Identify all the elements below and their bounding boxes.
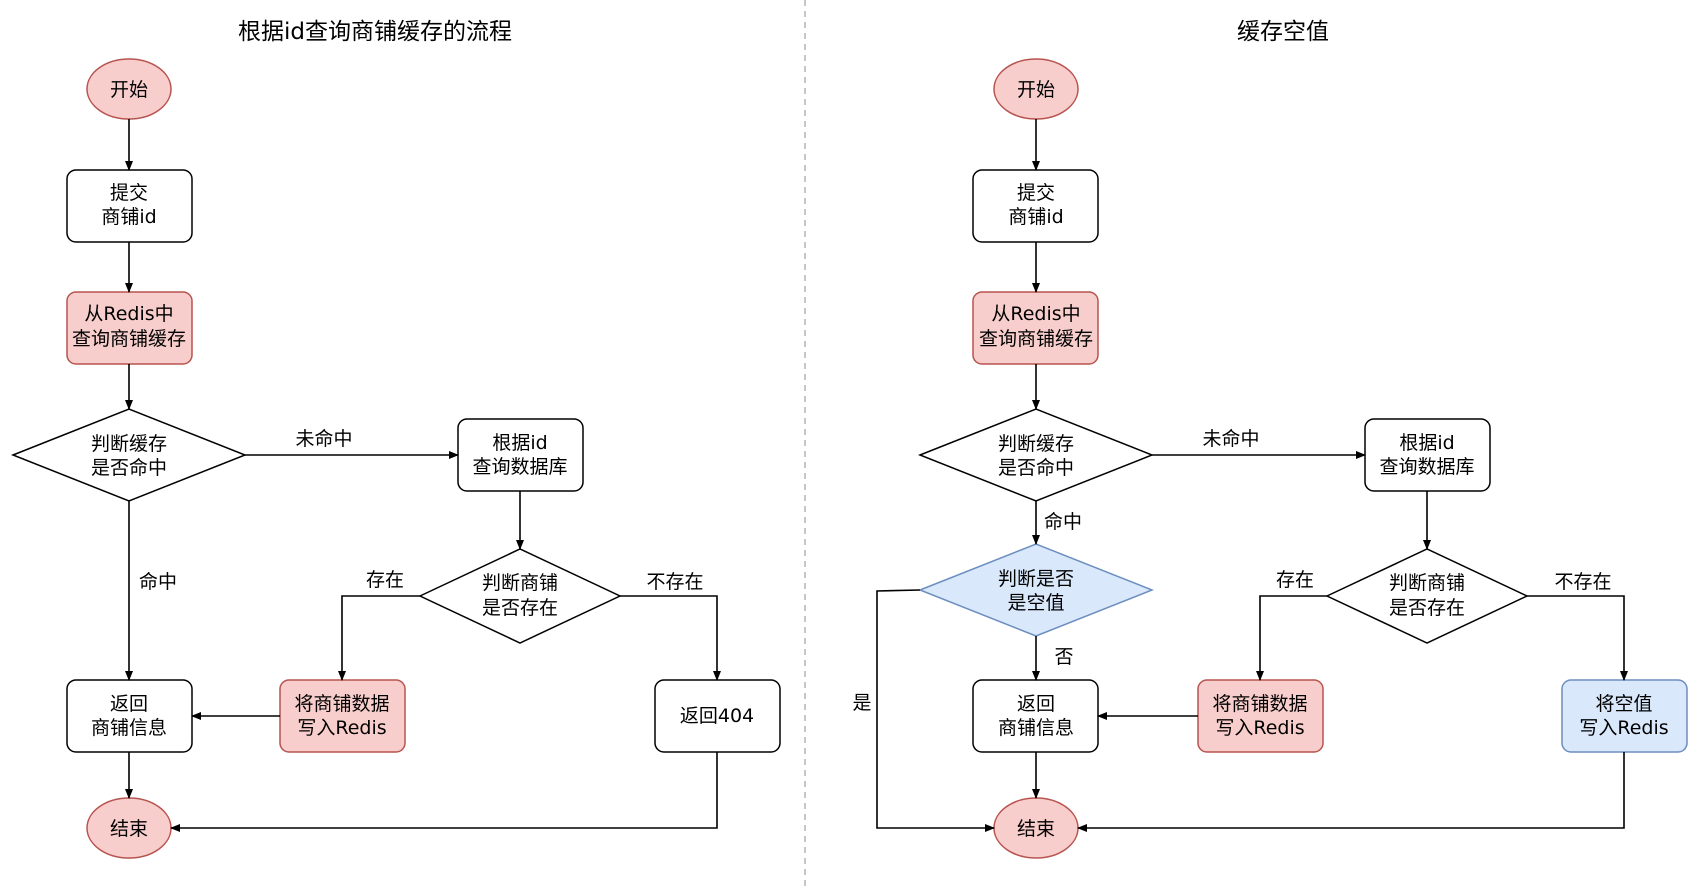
left-query-db-line1: 根据id	[492, 432, 547, 454]
left-judge-hit-node	[10, 408, 248, 502]
right-write-redis-line1: 将商铺数据	[1212, 693, 1307, 715]
left-return-info-line2: 商铺信息	[91, 717, 167, 739]
right-end-label: 结束	[1017, 818, 1055, 840]
right-return-info-line2: 商铺信息	[998, 717, 1074, 739]
right-judge-empty-line1: 判断是否	[998, 568, 1074, 590]
left-submit-line1: 提交	[110, 182, 148, 204]
right-hit-label: 命中	[1044, 511, 1082, 533]
right-start-label: 开始	[1017, 79, 1055, 101]
right-write-redis-node	[1197, 679, 1324, 753]
left-miss-label: 未命中	[295, 428, 352, 450]
left-judge-exists-node	[418, 548, 622, 644]
right-write-empty-line2: 写入Redis	[1579, 717, 1668, 739]
right-query-cache-line1: 从Redis中	[991, 303, 1080, 325]
right-edge-not-exists	[1527, 595, 1628, 681]
left-query-db-node	[457, 418, 584, 492]
right-write-empty-line1: 将空值	[1595, 693, 1652, 715]
right-write-redis-line2: 写入Redis	[1215, 717, 1304, 739]
left-query-cache-line2: 查询商铺缓存	[72, 328, 186, 350]
right-query-db-line2: 查询数据库	[1379, 456, 1474, 478]
left-not-exists-label: 不存在	[646, 571, 703, 593]
right-return-info-line1: 返回	[1017, 693, 1055, 715]
right-query-db-line1: 根据id	[1399, 432, 1454, 454]
right-panel: 缓存空值 开始 提交 商铺id 从Redis中 查询商铺缓存 判断缓存 是否命中…	[852, 19, 1688, 859]
right-yes-label: 是	[852, 692, 871, 714]
right-query-cache-line2: 查询商铺缓存	[979, 328, 1093, 350]
right-exists-label: 存在	[1276, 569, 1314, 591]
right-judge-exists-line1: 判断商铺	[1389, 572, 1465, 594]
right-judge-empty-node	[917, 543, 1155, 637]
right-no-label: 否	[1054, 646, 1073, 668]
left-edge-exists	[338, 595, 420, 681]
right-judge-empty-line2: 是空值	[1007, 592, 1064, 614]
right-judge-hit-node	[917, 408, 1155, 502]
left-judge-exists-line1: 判断商铺	[482, 572, 558, 594]
right-judge-hit-line2: 是否命中	[998, 457, 1074, 479]
left-exists-label: 存在	[366, 569, 404, 591]
left-edge-not-exists	[620, 595, 721, 681]
left-write-redis-line2: 写入Redis	[297, 717, 386, 739]
left-title: 根据id查询商铺缓存的流程	[238, 19, 512, 45]
right-submit-line2: 商铺id	[1008, 206, 1063, 228]
right-submit-line1: 提交	[1017, 182, 1055, 204]
right-edge-yes	[876, 589, 995, 832]
right-not-exists-label: 不存在	[1554, 571, 1611, 593]
left-write-redis-line1: 将商铺数据	[294, 693, 389, 715]
left-panel: 根据id查询商铺缓存的流程 开始 提交 商铺id 从Redis中 查询商铺缓存 …	[10, 19, 781, 859]
right-title: 缓存空值	[1237, 19, 1329, 45]
left-query-db-line2: 查询数据库	[472, 456, 567, 478]
left-return-info-node	[66, 679, 193, 753]
left-query-cache-line1: 从Redis中	[84, 303, 173, 325]
right-edge-empty-end	[1077, 752, 1625, 832]
right-judge-exists-line2: 是否存在	[1389, 597, 1465, 619]
right-return-info-node	[972, 679, 1099, 753]
right-query-db-node	[1364, 418, 1491, 492]
right-judge-hit-line1: 判断缓存	[998, 433, 1074, 455]
left-return-info-line1: 返回	[110, 693, 148, 715]
right-miss-label: 未命中	[1202, 428, 1259, 450]
right-write-empty-node	[1561, 679, 1688, 753]
left-hit-label: 命中	[139, 571, 177, 593]
left-end-label: 结束	[110, 818, 148, 840]
left-edge-404-end	[170, 752, 718, 832]
right-judge-exists-node	[1325, 548, 1529, 644]
right-edge-exists	[1256, 595, 1327, 681]
left-judge-hit-line1: 判断缓存	[91, 433, 167, 455]
left-judge-exists-line2: 是否存在	[482, 597, 558, 619]
left-write-redis-node	[279, 679, 406, 753]
left-judge-hit-line2: 是否命中	[91, 457, 167, 479]
left-submit-line2: 商铺id	[101, 206, 156, 228]
left-return-404-label: 返回404	[680, 705, 754, 727]
left-start-label: 开始	[110, 79, 148, 101]
